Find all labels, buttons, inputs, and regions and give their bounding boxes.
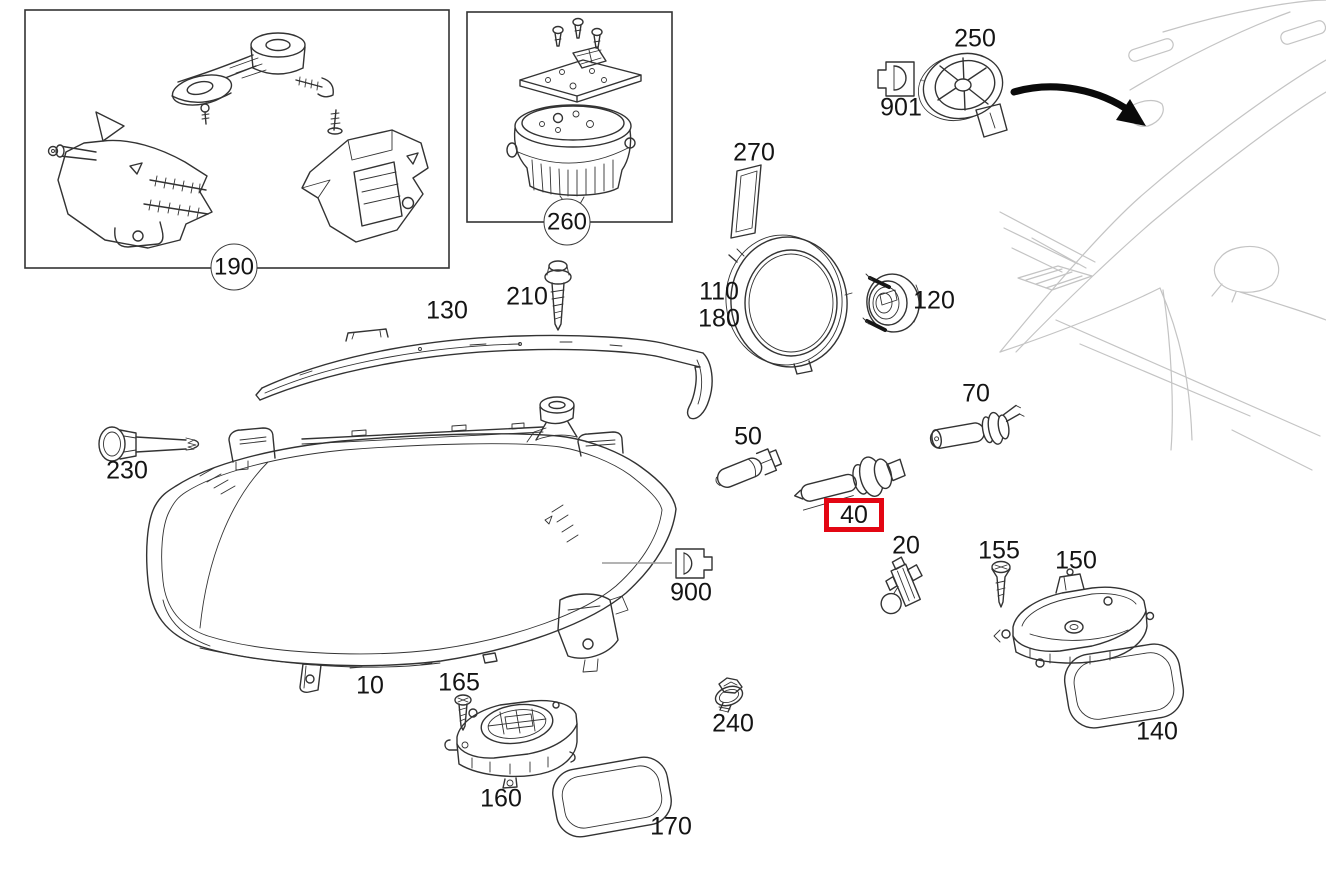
callout-10[interactable]: 10 — [356, 671, 384, 700]
callout-260[interactable]: 260 — [543, 198, 591, 246]
part-70-bulb-drawing — [929, 404, 1025, 449]
part-210-screw-drawing — [544, 260, 572, 331]
part-230-bolt-drawing — [98, 426, 200, 462]
callout-120[interactable]: 120 — [913, 286, 955, 315]
part-165-screw-drawing — [454, 694, 472, 731]
inset-box-260-drawing — [466, 11, 673, 223]
part-10-headlamp-drawing — [146, 396, 677, 693]
part-50-bulb-drawing — [715, 448, 783, 488]
callout-50[interactable]: 50 — [734, 422, 762, 451]
callout-130[interactable]: 130 — [426, 296, 468, 325]
part-140-gasket-drawing — [1063, 643, 1185, 729]
callout-140[interactable]: 140 — [1136, 717, 1178, 746]
part-270-drawing — [730, 164, 762, 239]
part-170-gasket-drawing — [552, 756, 672, 838]
part-110-180-ring-drawing — [725, 234, 853, 375]
callout-165[interactable]: 165 — [438, 668, 480, 697]
part-130-drawing — [255, 328, 713, 420]
part-250-drawing — [917, 52, 1008, 138]
callout-210[interactable]: 210 — [506, 282, 548, 311]
callout-170[interactable]: 170 — [650, 812, 692, 841]
callout-150[interactable]: 150 — [1055, 546, 1097, 575]
callout-901[interactable]: 901 — [880, 93, 922, 122]
callout-250[interactable]: 250 — [954, 24, 996, 53]
callout-230[interactable]: 230 — [106, 456, 148, 485]
callout-180[interactable]: 180 — [698, 304, 740, 333]
callout-900[interactable]: 900 — [670, 578, 712, 607]
callout-155[interactable]: 155 — [978, 536, 1020, 565]
part-150-control-unit-drawing — [993, 568, 1155, 668]
callout-190[interactable]: 190 — [210, 243, 258, 291]
callout-240[interactable]: 240 — [712, 709, 754, 738]
callout-70[interactable]: 70 — [962, 379, 990, 408]
part-240-bolt-drawing — [714, 677, 744, 713]
car-outline-sketch — [999, 0, 1326, 471]
locator-arrow — [1010, 83, 1146, 126]
part-160-control-unit-drawing — [444, 699, 578, 789]
inset-box-190-drawing — [24, 9, 450, 269]
part-155-screw-drawing — [991, 560, 1011, 608]
callout-160[interactable]: 160 — [480, 784, 522, 813]
part-120-drawing — [862, 273, 920, 333]
part-20-drawing — [880, 556, 923, 615]
callout-270[interactable]: 270 — [733, 138, 775, 167]
part-901-connector-symbol — [877, 61, 915, 97]
callout-40-highlighted[interactable]: 40 — [824, 498, 884, 532]
callout-20[interactable]: 20 — [892, 531, 920, 560]
callout-110[interactable]: 110 — [699, 277, 739, 306]
part-900-connector-symbol — [602, 548, 713, 579]
